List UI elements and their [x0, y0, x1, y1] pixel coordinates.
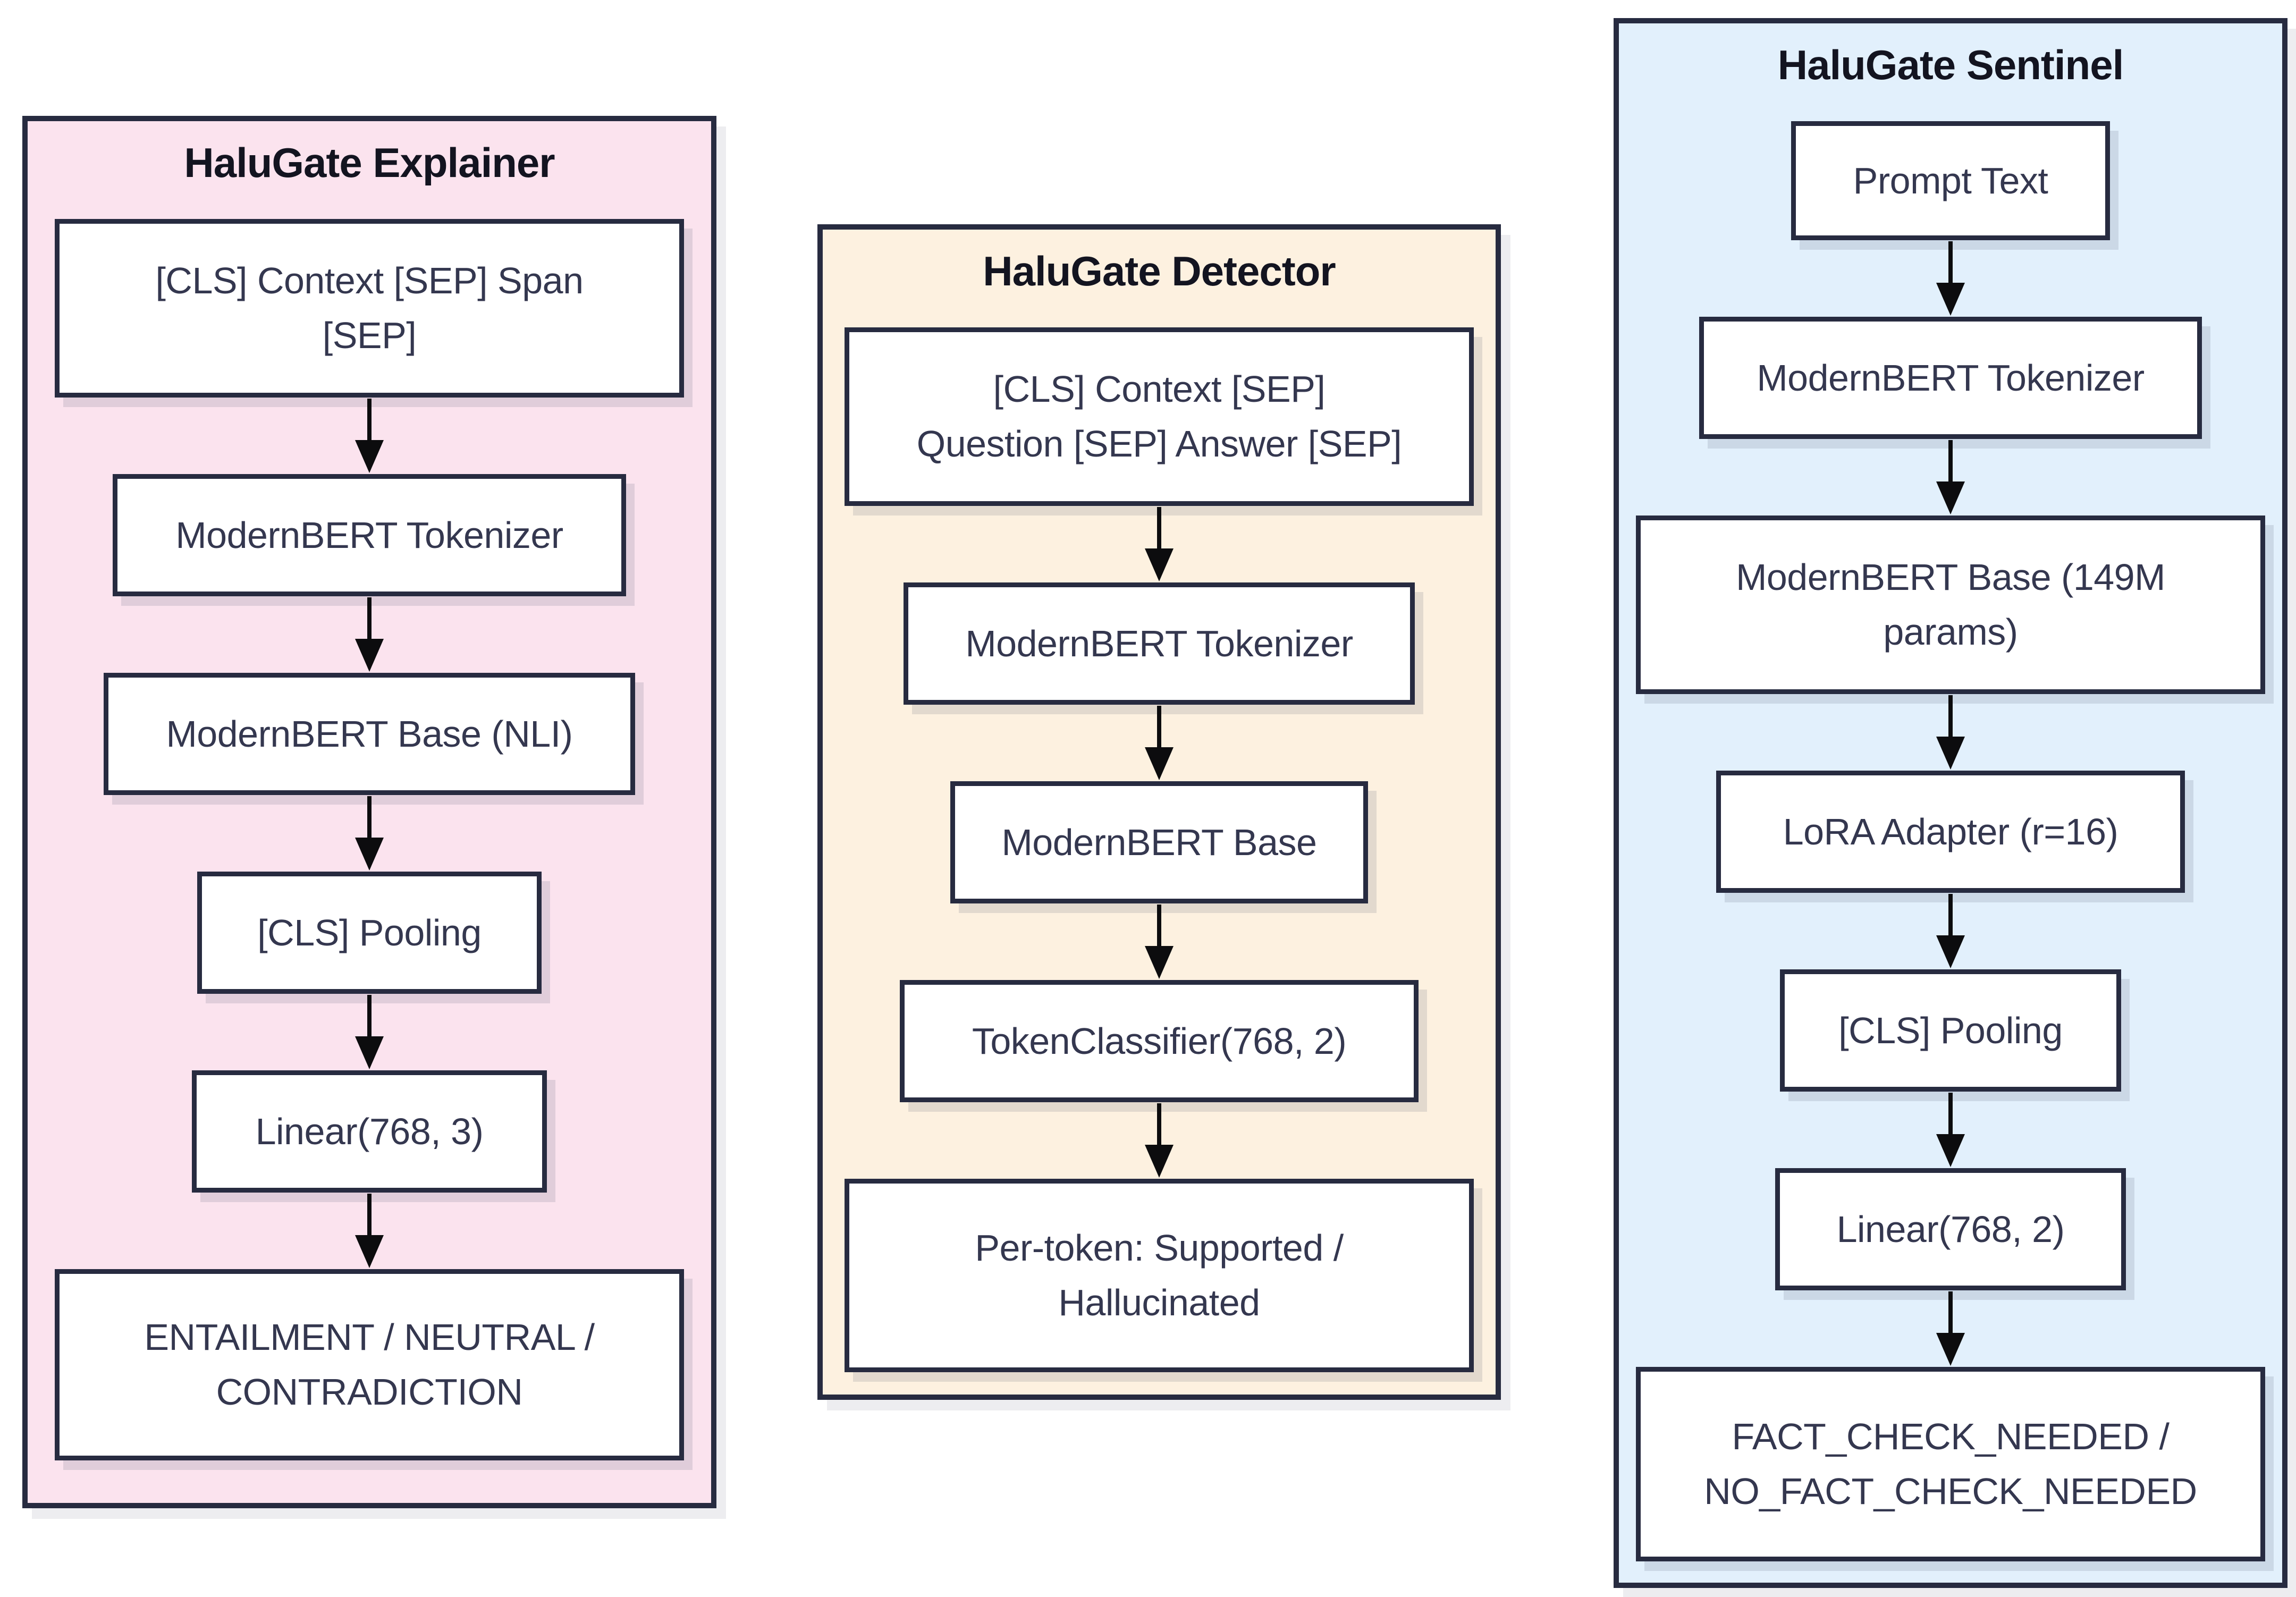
- down-arrow-icon: [1936, 241, 1965, 316]
- down-arrow-icon: [1936, 1092, 1965, 1167]
- node-sentinel-input: Prompt Text: [1791, 121, 2110, 240]
- down-arrow-icon: [355, 994, 384, 1069]
- down-arrow-icon: [1145, 1103, 1174, 1178]
- node-explainer-linear: Linear(768, 3): [192, 1070, 547, 1193]
- node-sentinel-linear: Linear(768, 2): [1775, 1168, 2126, 1290]
- down-arrow-icon: [355, 398, 384, 473]
- down-arrow-icon: [1145, 705, 1174, 780]
- node-explainer-output: ENTAILMENT / NEUTRAL / CONTRADICTION: [55, 1269, 684, 1460]
- node-sentinel-pooling: [CLS] Pooling: [1780, 969, 2121, 1092]
- flow-sentinel: Prompt Text ModernBERT Tokenizer ModernB…: [1619, 121, 2282, 1561]
- node-explainer-tokenizer: ModernBERT Tokenizer: [113, 474, 626, 596]
- panel-title-sentinel: HaluGate Sentinel: [1777, 41, 2124, 88]
- flow-detector: [CLS] Context [SEP] Question [SEP] Answe…: [823, 327, 1496, 1372]
- panel-sentinel: HaluGate Sentinel Prompt Text ModernBERT…: [1614, 18, 2287, 1588]
- node-explainer-pooling: [CLS] Pooling: [197, 871, 542, 994]
- node-detector-base: ModernBERT Base: [950, 781, 1368, 903]
- panel-title-detector: HaluGate Detector: [983, 248, 1336, 294]
- node-explainer-input: [CLS] Context [SEP] Span [SEP]: [55, 218, 684, 398]
- down-arrow-icon: [1145, 506, 1174, 581]
- panel-title-explainer: HaluGate Explainer: [184, 139, 555, 186]
- down-arrow-icon: [355, 796, 384, 871]
- down-arrow-icon: [1145, 904, 1174, 979]
- node-detector-output: Per-token: Supported / Hallucinated: [845, 1178, 1474, 1372]
- panel-detector: HaluGate Detector [CLS] Context [SEP] Qu…: [817, 224, 1501, 1400]
- flow-explainer: [CLS] Context [SEP] Span [SEP] ModernBER…: [28, 218, 711, 1460]
- down-arrow-icon: [355, 597, 384, 672]
- node-detector-input: [CLS] Context [SEP] Question [SEP] Answe…: [845, 327, 1474, 506]
- node-sentinel-lora: LoRA Adapter (r=16): [1716, 770, 2185, 893]
- node-sentinel-output: FACT_CHECK_NEEDED / NO_FACT_CHECK_NEEDED: [1636, 1366, 2265, 1561]
- node-sentinel-tokenizer: ModernBERT Tokenizer: [1699, 316, 2202, 439]
- node-detector-classifier: TokenClassifier(768, 2): [900, 979, 1419, 1102]
- panel-explainer: HaluGate Explainer [CLS] Context [SEP] S…: [22, 116, 716, 1508]
- down-arrow-icon: [1936, 440, 1965, 514]
- down-arrow-icon: [1936, 1291, 1965, 1366]
- down-arrow-icon: [1936, 893, 1965, 968]
- node-explainer-base: ModernBERT Base (NLI): [104, 672, 635, 795]
- down-arrow-icon: [1936, 695, 1965, 770]
- node-sentinel-base: ModernBERT Base (149M params): [1636, 515, 2265, 694]
- down-arrow-icon: [355, 1193, 384, 1268]
- node-detector-tokenizer: ModernBERT Tokenizer: [904, 582, 1415, 705]
